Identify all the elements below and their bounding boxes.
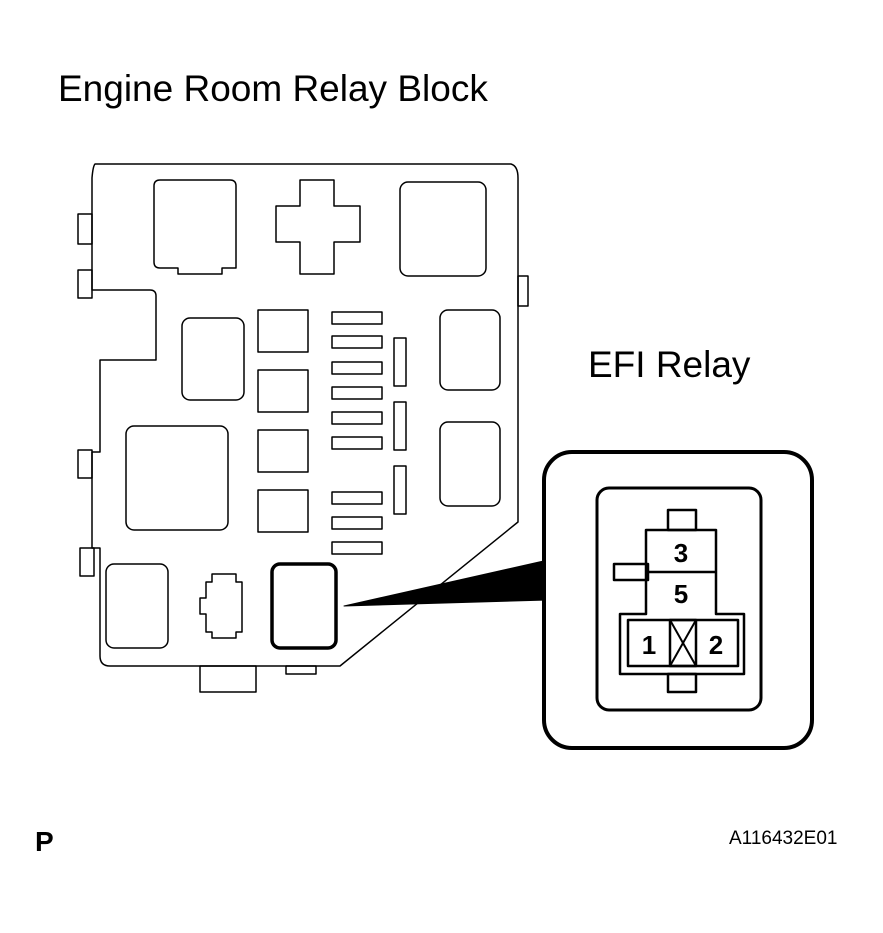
square-socket xyxy=(257,309,309,353)
large-relay-socket xyxy=(125,425,229,531)
relay-socket xyxy=(439,309,501,391)
side-tab xyxy=(77,269,93,299)
relay-block-housing xyxy=(91,163,519,667)
square-socket xyxy=(257,489,309,533)
fuse-slot xyxy=(331,436,383,450)
square-socket xyxy=(257,369,309,413)
square-socket xyxy=(257,429,309,473)
cross-socket xyxy=(275,179,361,275)
relay-socket xyxy=(181,317,245,401)
diagram-title: Engine Room Relay Block xyxy=(58,68,488,109)
fuse-slot xyxy=(331,386,383,400)
efi-relay-label: EFI Relay xyxy=(588,344,751,385)
fuse-slot xyxy=(331,541,383,555)
side-tab xyxy=(517,275,529,307)
side-tab xyxy=(77,213,93,245)
fuse-slot xyxy=(331,311,383,325)
figure-code: A116432E01 xyxy=(729,828,838,849)
fuse-slot-vertical xyxy=(393,337,407,387)
terminal-empty xyxy=(668,618,698,668)
corner-mark: P xyxy=(35,826,54,857)
side-tab xyxy=(79,547,95,577)
relay-socket xyxy=(105,563,169,649)
fuse-slot-vertical xyxy=(393,465,407,515)
side-tab xyxy=(77,449,93,479)
large-relay-socket xyxy=(399,181,487,277)
connector-body xyxy=(618,528,746,676)
terminal-empty-cross xyxy=(669,619,697,667)
relay-socket xyxy=(439,421,501,507)
fuse-slot xyxy=(331,491,383,505)
bottom-tab xyxy=(199,665,257,693)
terminal-5-label: 5 xyxy=(674,579,688,609)
terminal-3-label: 3 xyxy=(674,538,688,568)
large-relay-socket xyxy=(153,179,237,275)
fuse-slot-vertical xyxy=(393,401,407,451)
bottom-tab xyxy=(285,665,317,675)
callout-pointer xyxy=(343,559,549,607)
fuse-slot xyxy=(331,516,383,530)
efi-relay-socket xyxy=(270,562,338,650)
relay-connector-face xyxy=(595,486,763,712)
fuse-slot xyxy=(331,361,383,375)
fuse-slot xyxy=(331,335,383,349)
terminal-2-label: 2 xyxy=(709,630,723,660)
fuse-slot xyxy=(331,411,383,425)
connector-socket xyxy=(199,573,243,639)
terminal-1-label: 1 xyxy=(642,630,656,660)
